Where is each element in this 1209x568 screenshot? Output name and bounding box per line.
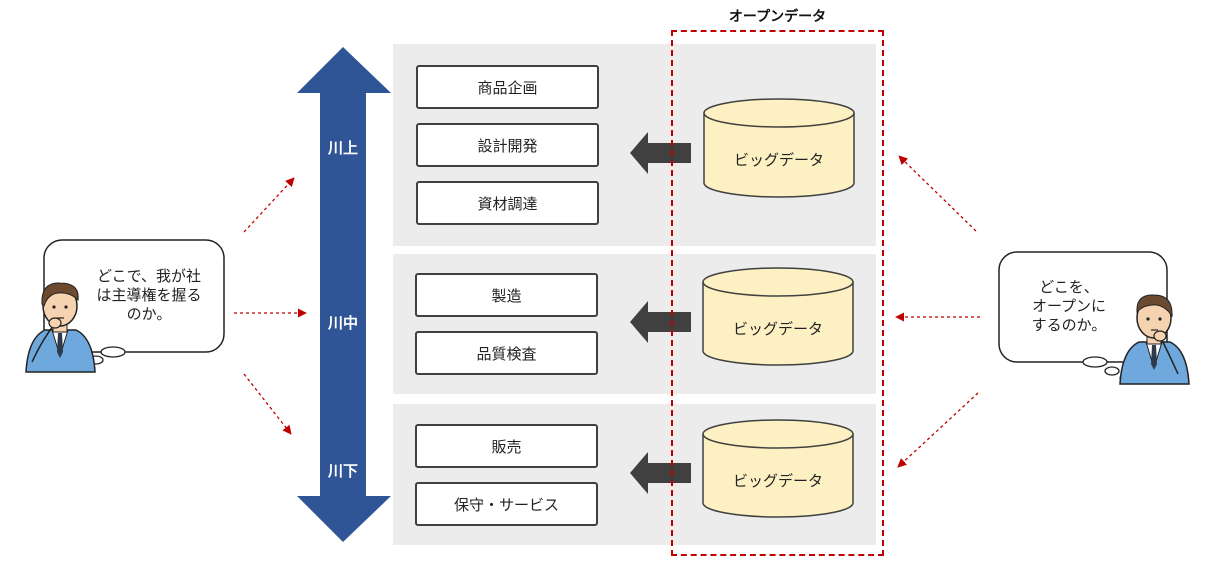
value-chain-double-arrow: [297, 47, 391, 542]
process-box-quality-inspection: 品質検査: [415, 331, 598, 375]
stage-label-upstream: 川上: [327, 139, 358, 157]
process-box-sales: 販売: [415, 424, 598, 468]
bigdata-cylinder-midstream: [702, 267, 854, 366]
process-box-design-development: 設計開発: [416, 123, 599, 167]
left-bubble-line: どこで、我が社: [97, 267, 201, 285]
stage-label-downstream: 川下: [327, 462, 358, 480]
bigdata-label-downstream: ビッグデータ: [732, 472, 823, 490]
left-pointer-arrow-up: [243, 177, 295, 233]
process-box-product-planning: 商品企画: [416, 65, 599, 109]
right-bubble-line: するのか。: [1031, 316, 1107, 334]
process-box-procurement: 資材調達: [416, 181, 599, 225]
businessman-left-icon: [25, 282, 96, 373]
open-data-frame: [671, 30, 884, 556]
businessman-right-icon: [1119, 294, 1190, 385]
right-pointer-arrow-down: [897, 392, 979, 468]
right-thought-bubble: [998, 251, 1168, 382]
bigdata-cylinder-downstream: [702, 419, 854, 518]
bigdata-cylinder-upstream: [703, 98, 855, 198]
left-bubble-line: のか。: [126, 305, 172, 323]
data-flow-arrow-downstream: [630, 452, 691, 494]
data-flow-arrow-midstream: [630, 301, 691, 343]
process-box-manufacturing: 製造: [415, 273, 598, 317]
right-pointer-arrow-up: [898, 155, 977, 232]
right-bubble-line: オープンに: [1031, 297, 1107, 315]
data-flow-arrow-upstream: [630, 132, 691, 174]
left-bubble-line: は主導権を握る: [96, 286, 202, 304]
bigdata-label-upstream: ビッグデータ: [733, 151, 824, 169]
left-pointer-arrow-down: [243, 373, 292, 435]
right-bubble-line: どこを、: [1039, 278, 1099, 296]
left-bubble-text: どこで、我が社 は主導権を握る のか。: [44, 267, 254, 324]
stage-label-midstream: 川中: [327, 314, 358, 332]
right-bubble-text: どこを、 オープンに するのか。: [999, 278, 1139, 335]
bigdata-label-midstream: ビッグデータ: [732, 320, 823, 338]
process-box-maintenance-service: 保守・サービス: [415, 482, 598, 526]
open-data-title: オープンデータ: [728, 9, 827, 25]
